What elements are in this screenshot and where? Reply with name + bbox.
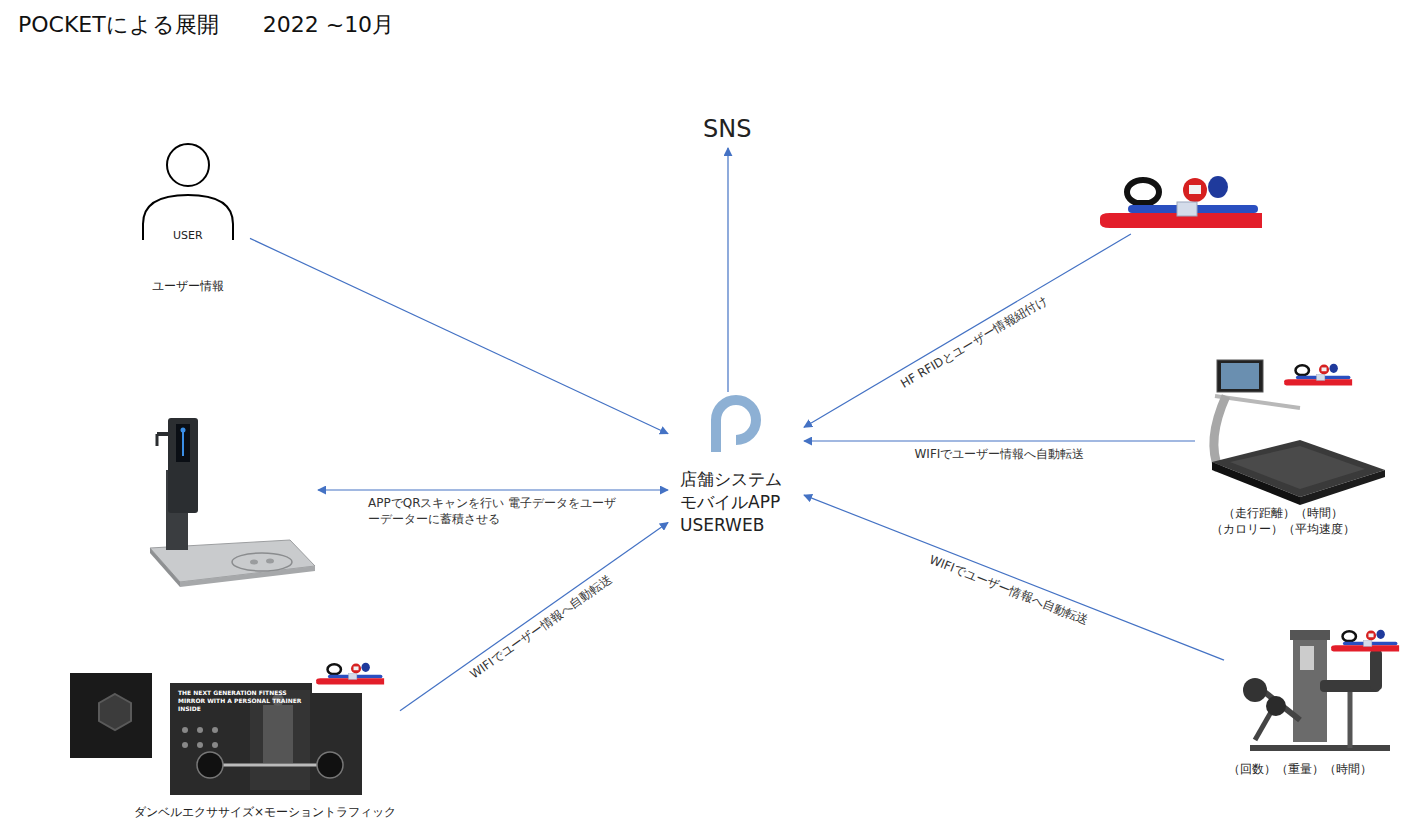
body-scanner-part <box>176 424 190 462</box>
edge-label: WIFIでユーザー情報へ自動転送 <box>913 446 1087 462</box>
strength-machine-part <box>1348 692 1353 748</box>
dumbbell-and-mirror-part <box>197 752 223 778</box>
body-scanner-part <box>181 428 186 433</box>
dumbbell-and-mirror-part <box>99 694 131 730</box>
strength-machine-part <box>1266 696 1286 716</box>
node-text: SNS <box>703 113 751 145</box>
dumbbell-and-mirror-part <box>182 727 188 733</box>
node-text: ユーザー情報 <box>152 278 224 294</box>
pocket-logo <box>716 400 756 452</box>
dumbbell-and-mirror-part <box>197 742 203 748</box>
arrow-connector <box>250 238 668 433</box>
strength-machine-part <box>1370 650 1382 690</box>
diagram-title: POCKETによる展開 2022 ~10月 <box>18 10 394 40</box>
pocket-logo-part <box>716 400 756 452</box>
node-text: （回数）（重量）（時間） <box>1228 761 1372 777</box>
dumbbell-and-mirror-part <box>316 663 384 685</box>
body-scanner-part <box>250 560 258 565</box>
body-scanner <box>150 418 315 587</box>
body-scanner-part <box>168 418 198 513</box>
treadmill-part <box>1212 440 1385 497</box>
arrow-connector <box>400 523 668 711</box>
arrow-connector <box>318 489 668 490</box>
dumbbell-and-mirror-part <box>197 727 203 733</box>
treadmill <box>1212 360 1385 505</box>
arrow-connector <box>804 440 1195 441</box>
strength-machine-part <box>1331 630 1399 652</box>
body-scanner-part <box>157 432 168 436</box>
dumbbell-and-mirror-part <box>317 752 343 778</box>
rfid-node <box>1098 172 1268 234</box>
strength-machine <box>1243 630 1399 748</box>
strength-machine-part <box>1250 745 1390 751</box>
dumbbell-and-mirror-part <box>170 683 362 795</box>
node-text: ダンベルエクササイズ×モーショントラフィック <box>134 804 396 820</box>
body-scanner-part <box>150 548 180 587</box>
edge-label: WIFIでユーザー情報へ自動転送 <box>466 571 618 684</box>
treadmill-part <box>1284 364 1352 386</box>
arrow-connector <box>804 495 1224 660</box>
node-text: 店舗システム モバイルAPP USERWEB <box>680 468 800 537</box>
arrow-connector <box>804 234 1131 427</box>
strength-node: （回数）（重量）（時間） <box>1224 622 1400 782</box>
edge-label: HF RFIDとユーザー情報紐付け <box>896 291 1052 392</box>
user-icon <box>143 144 233 240</box>
user-icon-part <box>167 144 209 186</box>
body-scanner-part <box>156 434 159 446</box>
edge-label: APPでQRスキャンを行い 電子データをユーザーデーターに蓄積させる <box>366 495 620 527</box>
treadmill-part <box>1230 446 1365 489</box>
dumbbell-and-mirror-part <box>263 705 293 763</box>
strength-machine-part <box>1290 630 1330 640</box>
treadmill-node: （走行距離）（時間） （カロリー）（平均速度） <box>1195 355 1395 540</box>
dumbbell-and-mirror-part <box>212 727 218 733</box>
dumbbell-and-mirror <box>70 657 388 795</box>
dumbbell-and-mirror-part <box>182 742 188 748</box>
strength-machine-part <box>1243 678 1267 702</box>
system-node: 店舗システム モバイルAPP USERWEB <box>668 392 804 545</box>
scanner-node <box>148 412 318 587</box>
dumbbell-and-mirror-part <box>250 690 310 790</box>
arrow-connector <box>727 148 728 392</box>
treadmill-part <box>1214 396 1226 470</box>
body-scanner-part <box>232 553 292 571</box>
treadmill-part <box>1217 360 1263 392</box>
dumbbell-and-mirror-part <box>212 742 218 748</box>
rfid-wristbands-part <box>1100 176 1262 228</box>
rfid-wristbands <box>1100 176 1262 228</box>
strength-machine-part <box>1300 646 1314 670</box>
node-text: （走行距離）（時間） （カロリー）（平均速度） <box>1201 505 1366 537</box>
edge-label: WIFIでユーザー情報へ自動転送 <box>925 550 1093 629</box>
dumbbell-node: ダンベルエクササイズ×モーショントラフィック <box>66 652 400 823</box>
sns-node: SNS <box>690 110 765 148</box>
image-caption-text: THE NEXT GENERATION FITNESS MIRROR WITH … <box>178 689 313 712</box>
dumbbell-and-mirror-part <box>70 673 152 758</box>
dumbbell-and-mirror-part <box>312 657 388 693</box>
treadmill-part <box>1221 363 1259 389</box>
node-text: USER <box>173 229 203 244</box>
body-scanner-part <box>266 559 274 564</box>
user-node: USER ユーザー情報 <box>130 135 250 300</box>
